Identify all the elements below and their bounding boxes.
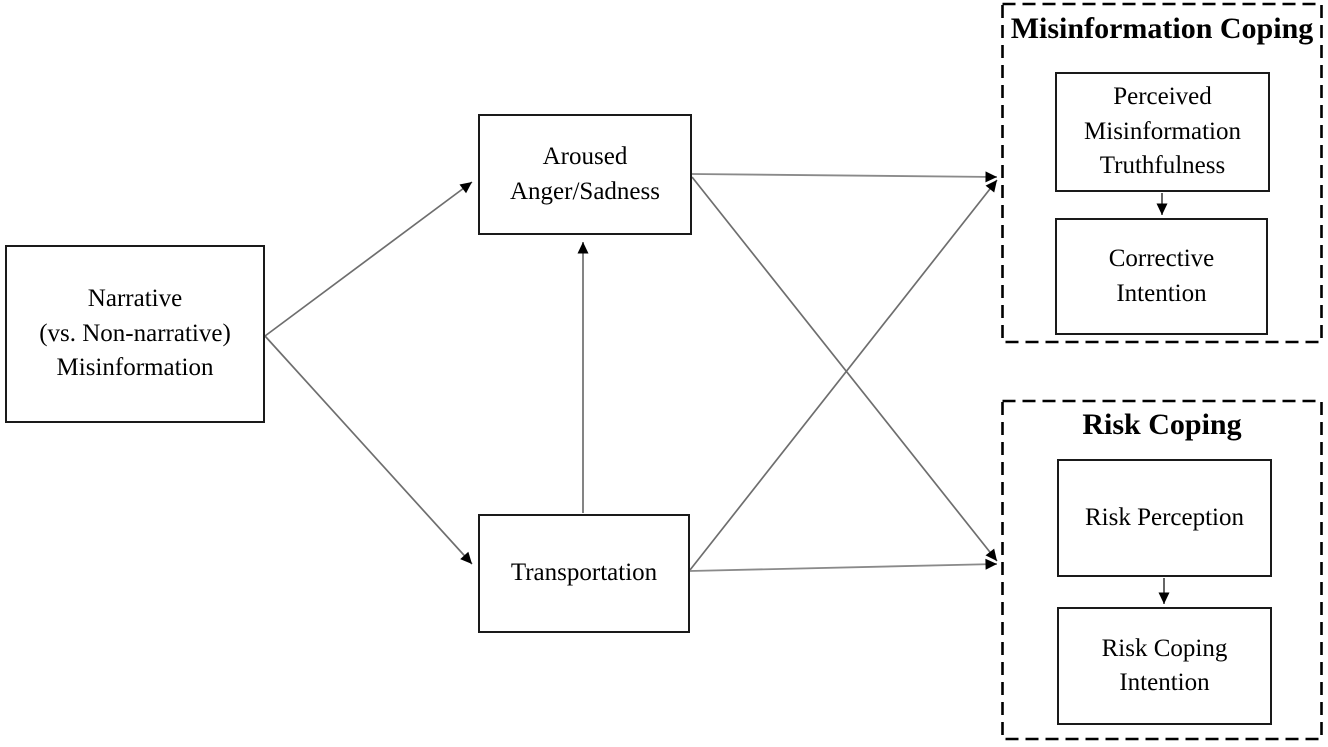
misinformation-coping-group-title: Misinformation Coping [1010, 12, 1314, 45]
node-narrative-misinformation: Narrative (vs. Non-narrative) Misinforma… [5, 245, 265, 423]
risk-coping-group-border [1001, 399, 1323, 741]
edge-narrative-to-transportation-arrow [264, 335, 473, 565]
edge-anger-to-misinformation-coping-arrow [691, 171, 998, 183]
node-transportation: Transportation [478, 514, 690, 633]
edge-transportation-to-misinformation-coping-arrow [689, 179, 998, 571]
node-corrective-intention: Corrective Intention [1055, 218, 1268, 335]
node-aroused-anger-sadness: Aroused Anger/Sadness [478, 114, 692, 235]
node-risk-coping-intention-label: Risk Coping Intention [1101, 634, 1228, 697]
misinformation-coping-group-border [1001, 2, 1323, 344]
node-risk-perception-label: Risk Perception [1084, 503, 1244, 531]
node-transportation-label: Transportation [510, 559, 658, 587]
edge-transportation-to-risk-coping-arrow [689, 558, 998, 572]
node-risk-coping-intention: Risk Coping Intention [1057, 607, 1272, 725]
risk-coping-group-title: Risk Coping [1082, 408, 1242, 441]
edge-anger-to-risk-coping-arrow [691, 176, 998, 562]
node-perceived-misinformation-truthfulness-label: Perceived Misinformation Truthfulness [1084, 83, 1241, 180]
node-corrective-intention-label: Corrective Intention [1108, 245, 1215, 307]
node-risk-perception: Risk Perception [1057, 459, 1272, 577]
node-aroused-anger-sadness-label: Aroused Anger/Sadness [510, 143, 660, 205]
node-perceived-misinformation-truthfulness: Perceived Misinformation Truthfulness [1055, 72, 1270, 192]
edge-narrative-to-anger-arrow [264, 181, 473, 337]
node-narrative-misinformation-label: Narrative (vs. Non-narrative) Misinforma… [39, 285, 231, 382]
